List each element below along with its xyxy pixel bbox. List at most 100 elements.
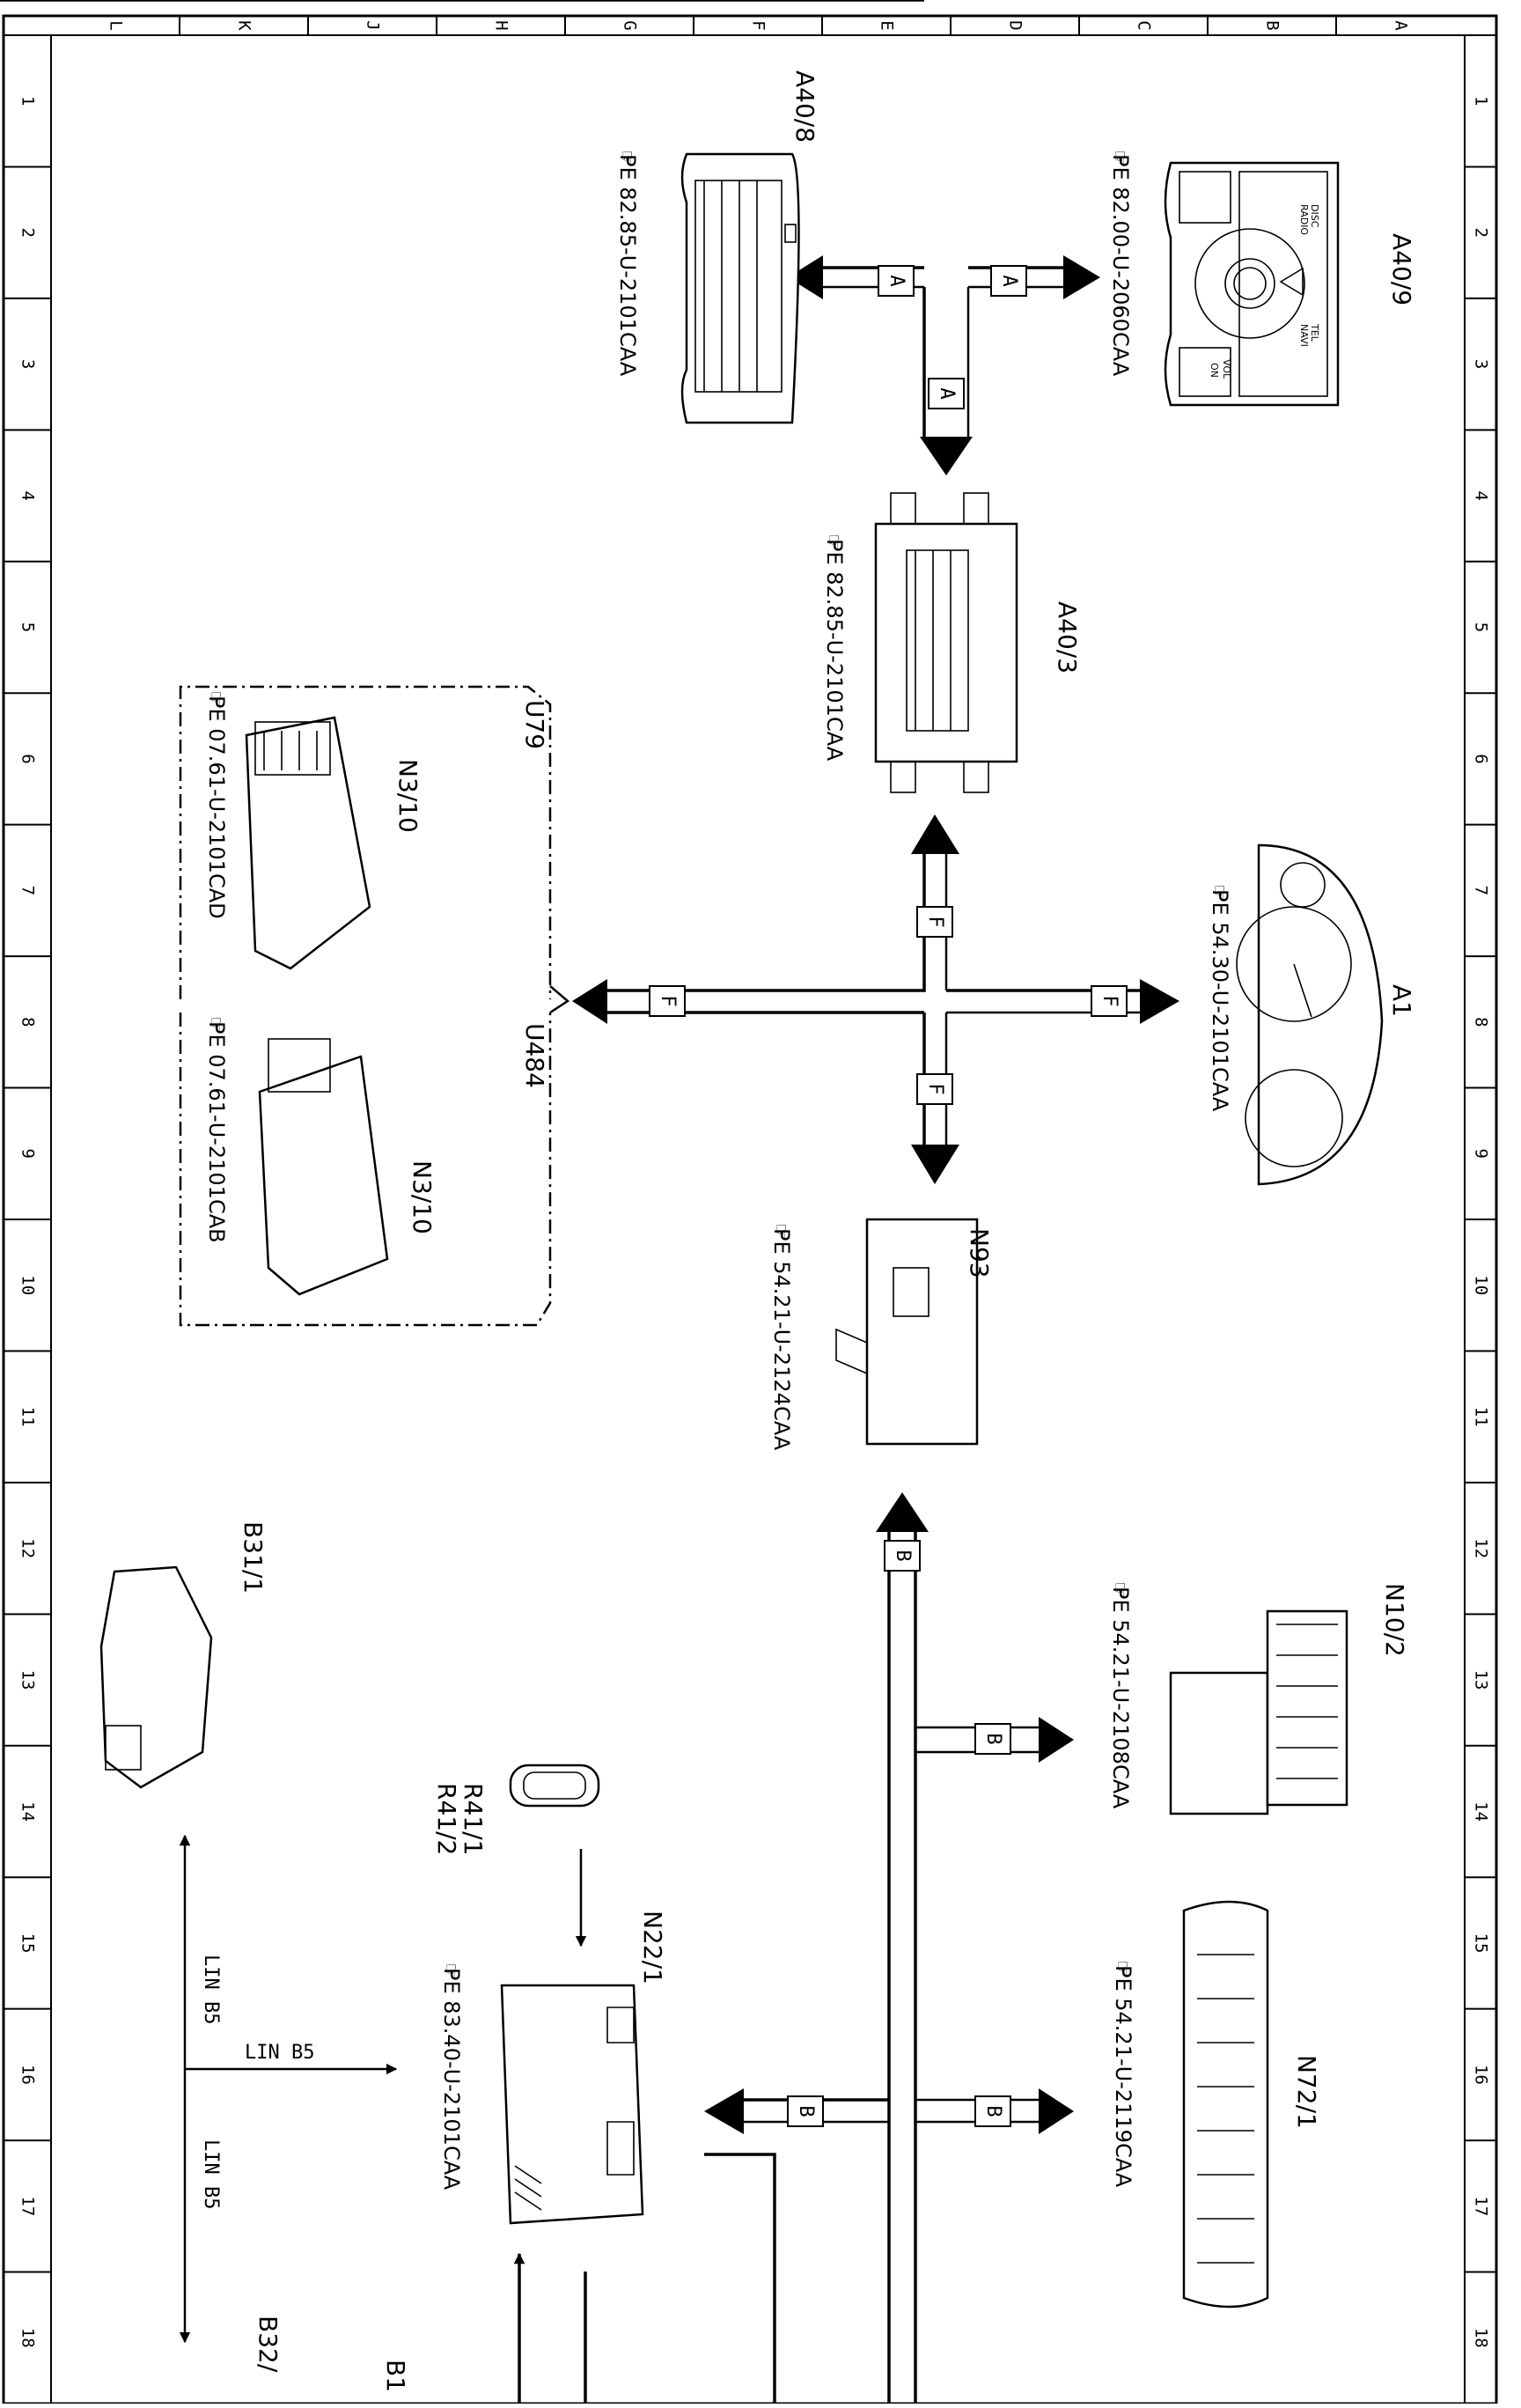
row-label-left: 4	[18, 490, 38, 500]
svg-text:DISC: DISC	[1309, 204, 1320, 228]
n22-1-label: N22/1	[638, 1911, 667, 1985]
bus-label-b-n22-1: B	[787, 2095, 824, 2127]
row-label-left: 13	[18, 1670, 38, 1690]
n22-1-labels: N22/1 PE 83.40-U-2101CAA ☞	[439, 1911, 667, 2191]
lin-b5-label-center: LIN B5	[245, 2042, 314, 2064]
bus-label-f-up: F	[916, 906, 953, 938]
row-label-right: 11	[1472, 1407, 1491, 1427]
svg-text:☞: ☞	[1108, 1581, 1130, 1599]
row-label-right: 13	[1472, 1670, 1491, 1690]
svg-text:A: A	[885, 275, 907, 286]
svg-text:U79: U79	[520, 700, 549, 749]
bus-b-network	[518, 1492, 1074, 2404]
column-label: C	[1135, 20, 1154, 30]
row-label-right: 14	[1472, 1801, 1491, 1822]
svg-text:RADIO: RADIO	[1298, 204, 1310, 235]
row-label-left: 11	[18, 1407, 38, 1427]
bus-label-a-down: A	[928, 378, 965, 409]
svg-text:☞: ☞	[1208, 884, 1230, 902]
bus-label-f-down: F	[916, 1073, 953, 1105]
a40-9-labels: A40/9 PE 82.00-U-2060CAA ☞	[1108, 150, 1416, 377]
n93-label: N93	[965, 1228, 994, 1278]
svg-text:F: F	[1098, 995, 1121, 1006]
row-label-left: 17	[18, 2196, 38, 2216]
svg-text:B: B	[795, 2105, 817, 2117]
n10-2-fuse-box	[1169, 1609, 1348, 1815]
a40-8-ref: PE 82.85-U-2101CAA	[615, 154, 640, 377]
n72-1-label: N72/1	[1292, 2055, 1321, 2129]
r41-labels: R41/1 R41/2	[432, 1783, 488, 1855]
b31-1-label: B31/1	[239, 1521, 268, 1594]
column-label: J	[364, 20, 383, 30]
svg-text:B: B	[982, 1733, 1004, 1744]
b1-label: B1	[381, 2360, 410, 2392]
svg-text:F: F	[657, 995, 679, 1006]
bus-label-f-right: F	[1091, 985, 1128, 1017]
n93-module	[835, 1218, 979, 1446]
svg-text:ON: ON	[1209, 363, 1220, 378]
column-label: E	[878, 20, 897, 30]
column-label: F	[749, 20, 768, 30]
b32-label: B32/	[254, 2316, 283, 2373]
svg-text:☞: ☞	[439, 1962, 461, 1980]
a1-instrument-cluster	[1236, 843, 1384, 1186]
row-label-right: 6	[1472, 754, 1491, 763]
a40-8-labels: A40/8 PE 82.85-U-2101CAA ☞	[615, 70, 819, 377]
a40-3-labels: A40/3 PE 82.85-U-2101CAA ☞	[822, 534, 1082, 762]
bus-labels: A A A F F F F B	[649, 265, 1128, 2127]
lin-b5-label-lower: LIN B5	[200, 2139, 222, 2209]
row-label-right: 5	[1472, 622, 1491, 632]
svg-text:U484: U484	[520, 1023, 549, 1088]
n72-1-switch-panel	[1182, 1900, 1269, 2309]
n3-10-u484-ref: PE 07.61-U-2101CAB	[204, 1021, 229, 1243]
column-label: K	[235, 20, 254, 31]
svg-text:☞: ☞	[615, 150, 637, 167]
n3-10-u484-label: N3/10	[408, 1160, 437, 1234]
column-label: H	[492, 20, 511, 30]
variant-u79-box: U79	[179, 685, 570, 1014]
column-label: B	[1263, 20, 1282, 30]
svg-text:B: B	[982, 2105, 1004, 2117]
row-label-left: 10	[18, 1275, 38, 1295]
n3-10-u484-module	[258, 1038, 389, 1296]
variant-u484-box: U484	[179, 1013, 552, 1327]
column-label: L	[107, 20, 126, 30]
row-label-right: 10	[1472, 1275, 1491, 1295]
row-label-right: 3	[1472, 359, 1491, 369]
svg-text:NAVI: NAVI	[1298, 324, 1310, 347]
n72-1-ref: PE 54.21-U-2119CAA	[1111, 1965, 1135, 2188]
row-label-left: 3	[18, 359, 38, 369]
n10-2-label: N10/2	[1380, 1583, 1409, 1657]
a40-3-unit	[874, 492, 1018, 793]
a40-8-label: A40/8	[790, 70, 819, 143]
row-label-left: 14	[18, 1801, 38, 1822]
bus-label-b-n72-1: B	[974, 2095, 1011, 2127]
row-label-right: 12	[1472, 1538, 1491, 1558]
n93-labels: N93 PE 54.21-U-2124CAA ☞	[769, 1223, 994, 1451]
row-label-left: 2	[18, 227, 38, 237]
row-label-right: 15	[1472, 1933, 1491, 1953]
row-label-right: 1	[1472, 96, 1491, 106]
lin-b5-label-upper: LIN B5	[200, 1955, 222, 2024]
lin-b5-network: LIN B5 LIN B5 LIN B5	[179, 1834, 398, 2344]
r41-2-label: R41/2	[432, 1783, 461, 1855]
bus-label-a-left: A	[878, 265, 915, 297]
row-label-left: 8	[18, 1017, 38, 1027]
row-label-right: 18	[1472, 2328, 1491, 2348]
column-label: G	[621, 20, 640, 30]
n22-1-ref: PE 83.40-U-2101CAA	[439, 1968, 464, 2191]
a40-3-label: A40/3	[1053, 601, 1082, 674]
row-label-right: 17	[1472, 2196, 1491, 2216]
row-label-left: 1	[18, 96, 38, 106]
svg-text:A: A	[936, 387, 958, 399]
bus-label-b-n10-2: B	[974, 1723, 1011, 1755]
n3-10-u79-ref: PE 07.61-U-2101CAD	[204, 696, 229, 919]
b32-b1-labels: B32/ B1	[254, 2252, 525, 2404]
a1-labels: A1 PE 54.30-U-2101CAA ☞	[1208, 884, 1416, 1112]
svg-text:VOL: VOL	[1221, 359, 1232, 379]
a40-3-ref: PE 82.85-U-2101CAA	[822, 539, 847, 762]
svg-text:A: A	[998, 275, 1020, 286]
row-label-left: 16	[18, 2065, 38, 2085]
svg-text:TEL: TEL	[1309, 323, 1320, 342]
